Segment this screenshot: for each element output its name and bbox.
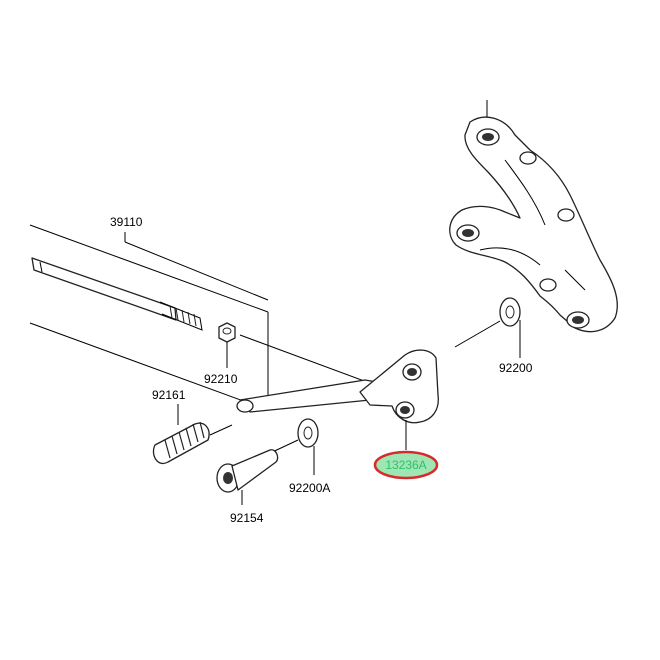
label-92161: 92161 <box>152 388 186 402</box>
washer-92200A <box>265 418 319 475</box>
rubber-92161 <box>152 404 233 465</box>
shift-rod <box>31 257 203 331</box>
label-39110: 39110 <box>110 215 143 229</box>
label-92200A: 92200A <box>289 481 330 495</box>
bolt-92154 <box>216 449 279 505</box>
highlight-13236A[interactable]: 13236A <box>373 450 439 480</box>
leader-39110 <box>29 224 269 411</box>
label-92154: 92154 <box>230 511 264 525</box>
footrest-bracket <box>449 100 618 333</box>
highlight-ring <box>373 450 439 480</box>
label-92210: 92210 <box>204 372 238 386</box>
washer-92200 <box>499 297 521 358</box>
nut-92210 <box>218 322 376 386</box>
label-13236A: 13236A <box>385 458 426 472</box>
part-labels: 39110 92210 92161 92154 92200A 92200 <box>110 215 533 525</box>
shift-lever <box>236 320 501 450</box>
label-92200: 92200 <box>499 361 533 375</box>
